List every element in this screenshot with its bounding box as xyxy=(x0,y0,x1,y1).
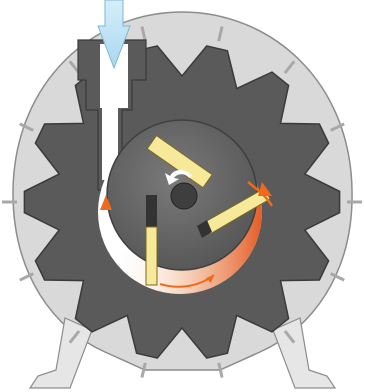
left-foot xyxy=(30,318,92,388)
right-foot xyxy=(273,318,335,388)
vane-lower xyxy=(146,195,157,285)
rotor-shaft xyxy=(171,183,197,209)
